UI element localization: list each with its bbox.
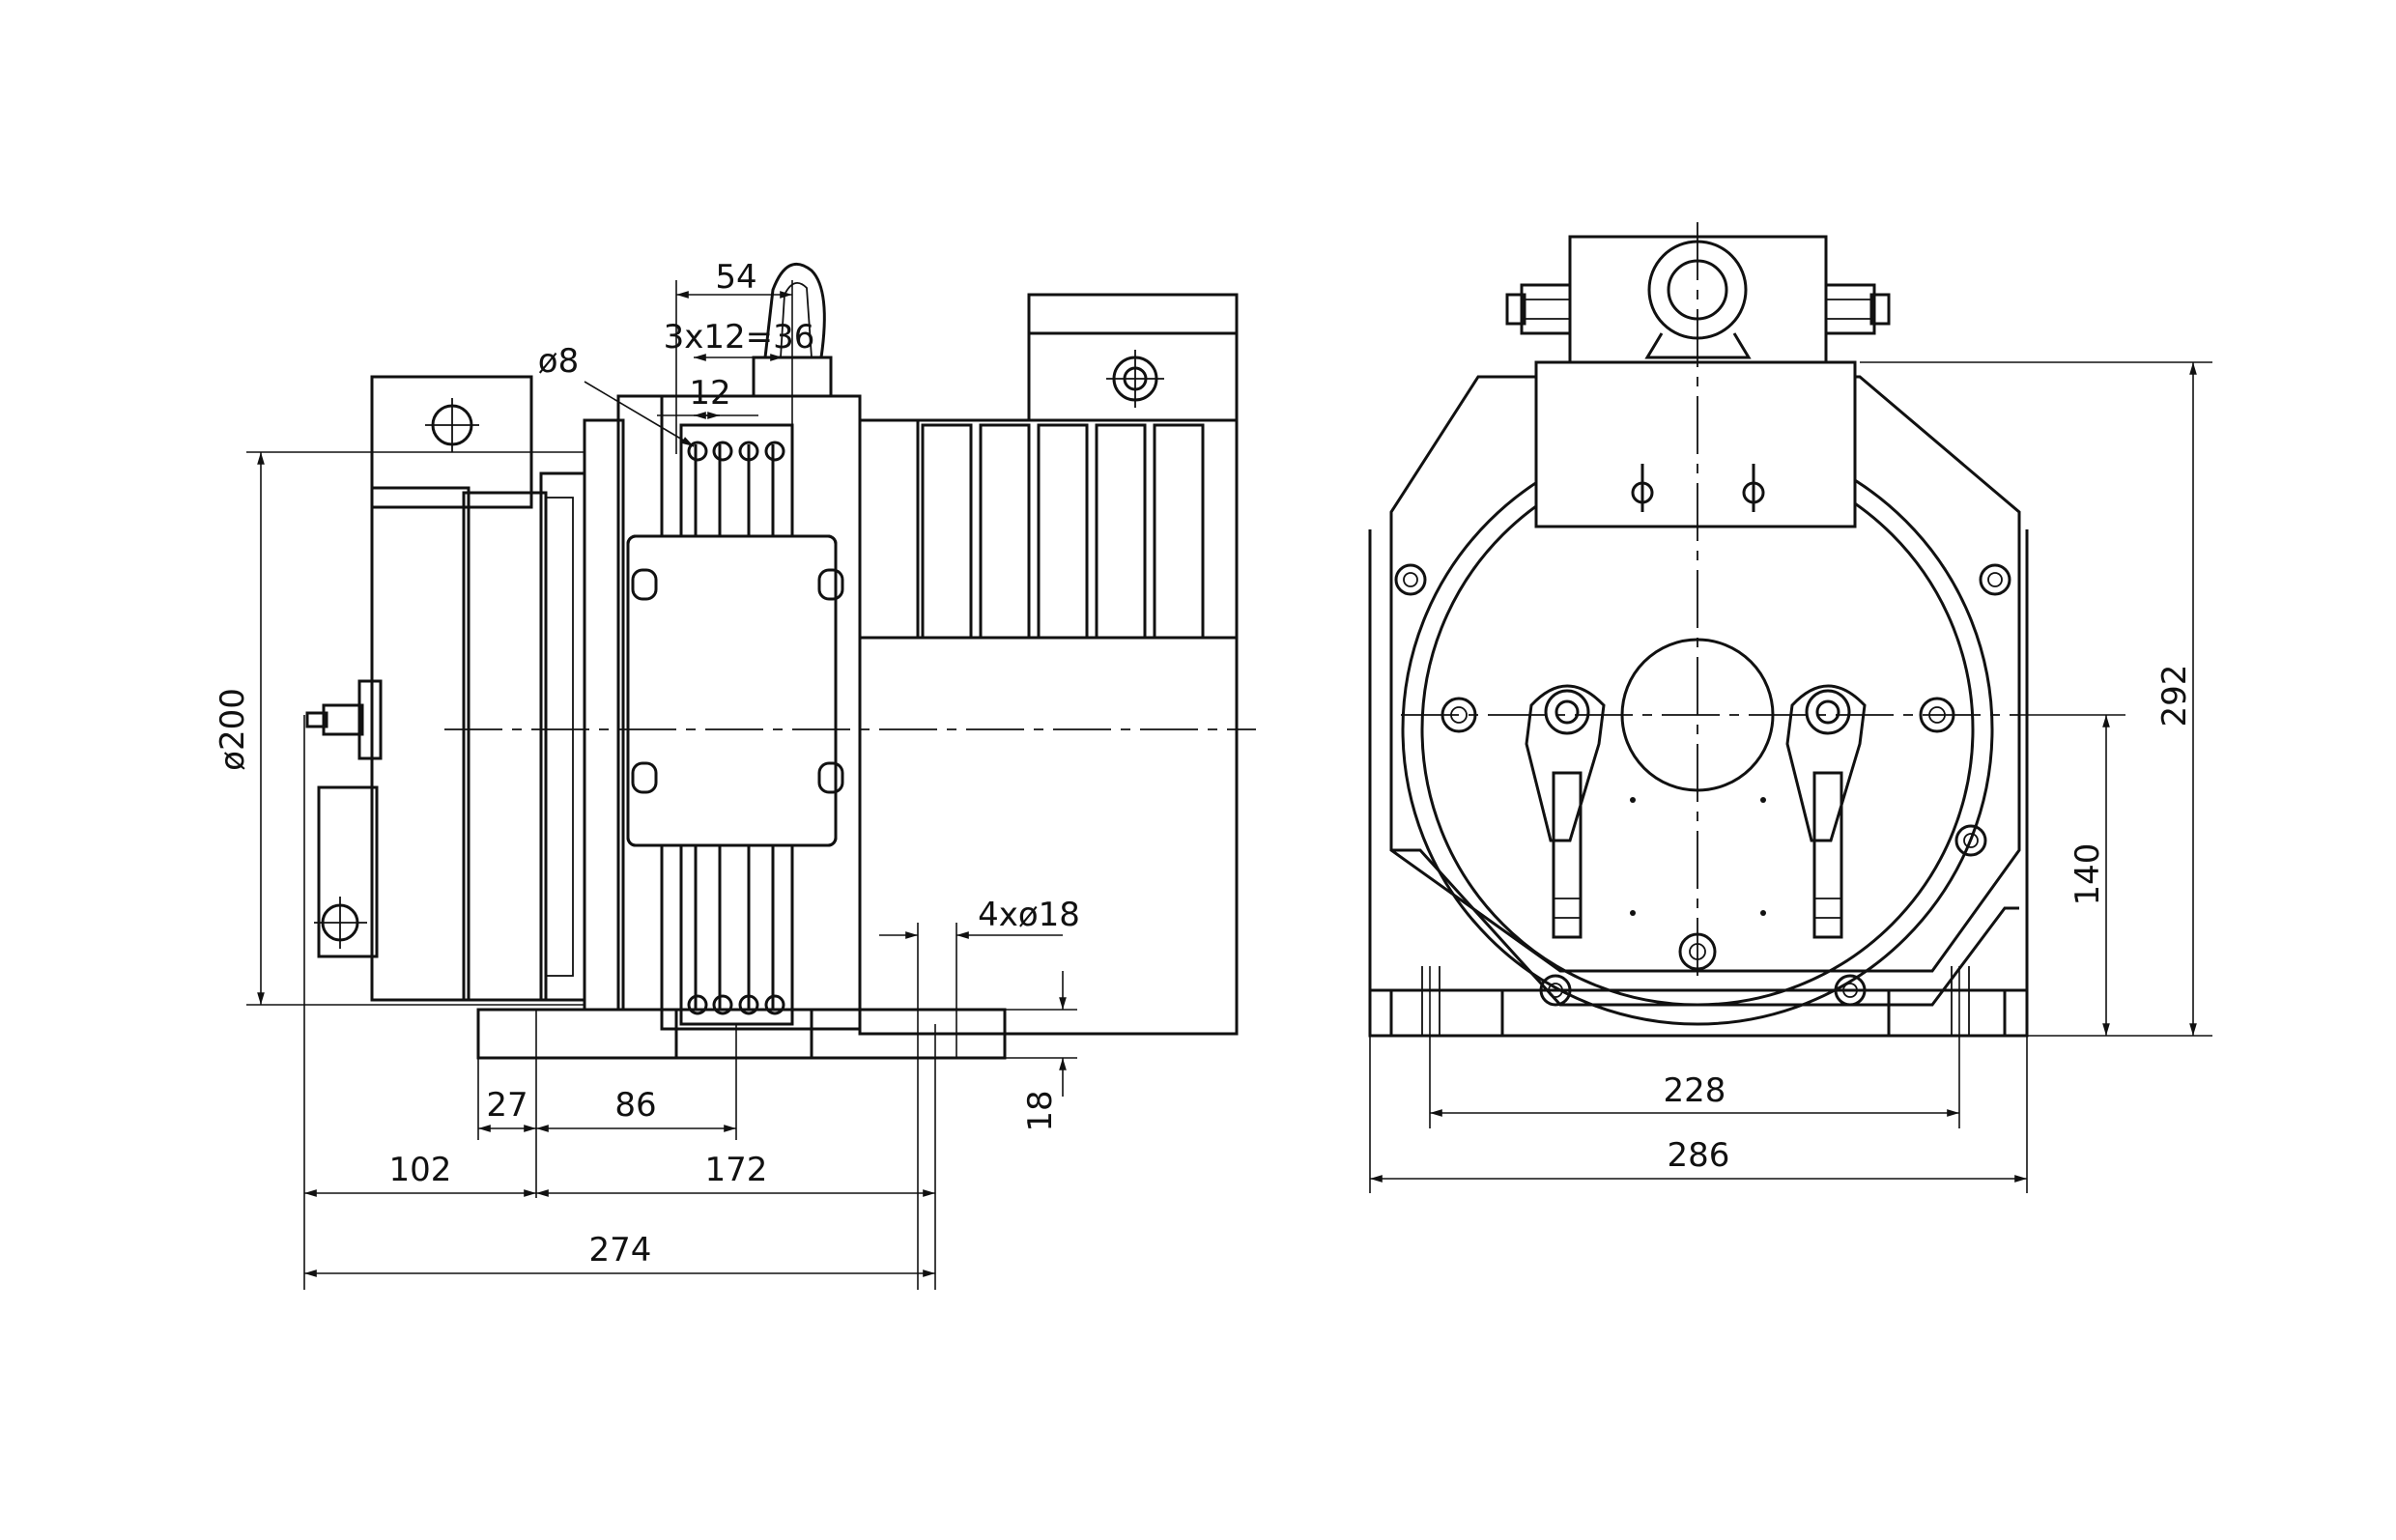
dim-292-label: 292 (2155, 665, 2194, 727)
dim-140-label: 140 (2068, 843, 2107, 906)
dim-12-label: 12 (689, 374, 730, 413)
right-brake-arm (1785, 684, 1867, 939)
dim-phi8-label: ø8 (538, 342, 579, 381)
rope-groove-icon (687, 441, 708, 462)
front-view: 292 140 228 286 (1368, 222, 2212, 1193)
corner-bolt-icon (1394, 563, 1427, 596)
dim-86-label: 86 (614, 1086, 656, 1125)
side-base (476, 1008, 1072, 1060)
front-dimensions: 292 140 228 286 (1369, 361, 2212, 1193)
front-base (1368, 988, 2029, 1038)
dim-274-label: 274 (589, 1231, 652, 1269)
brake-release-lever (305, 679, 383, 958)
dim-286-label: 286 (1668, 1136, 1730, 1175)
side-view: 54 3x12=36 12 ø8 ø200 4xø18 (214, 258, 1256, 1290)
traction-sheave (626, 262, 862, 1031)
left-brake-arm (1525, 684, 1606, 939)
brake-housing (370, 375, 625, 1012)
dim-228-label: 228 (1664, 1071, 1726, 1110)
dim-phi200-label: ø200 (214, 688, 252, 771)
side-dimensions: 54 3x12=36 12 ø8 ø200 4xø18 (214, 258, 1080, 1290)
dim-27-label: 27 (486, 1086, 528, 1125)
dim-4xphi18-label: 4xø18 (978, 896, 1080, 934)
dim-54-label: 54 (715, 258, 756, 297)
dim-3x12-label: 3x12=36 (664, 318, 815, 356)
front-housing (1389, 375, 2021, 973)
dim-172-label: 172 (705, 1151, 768, 1189)
top-block (1534, 360, 1857, 528)
dim-102-label: 102 (389, 1151, 452, 1189)
dim-18-label: 18 (1021, 1090, 1060, 1131)
